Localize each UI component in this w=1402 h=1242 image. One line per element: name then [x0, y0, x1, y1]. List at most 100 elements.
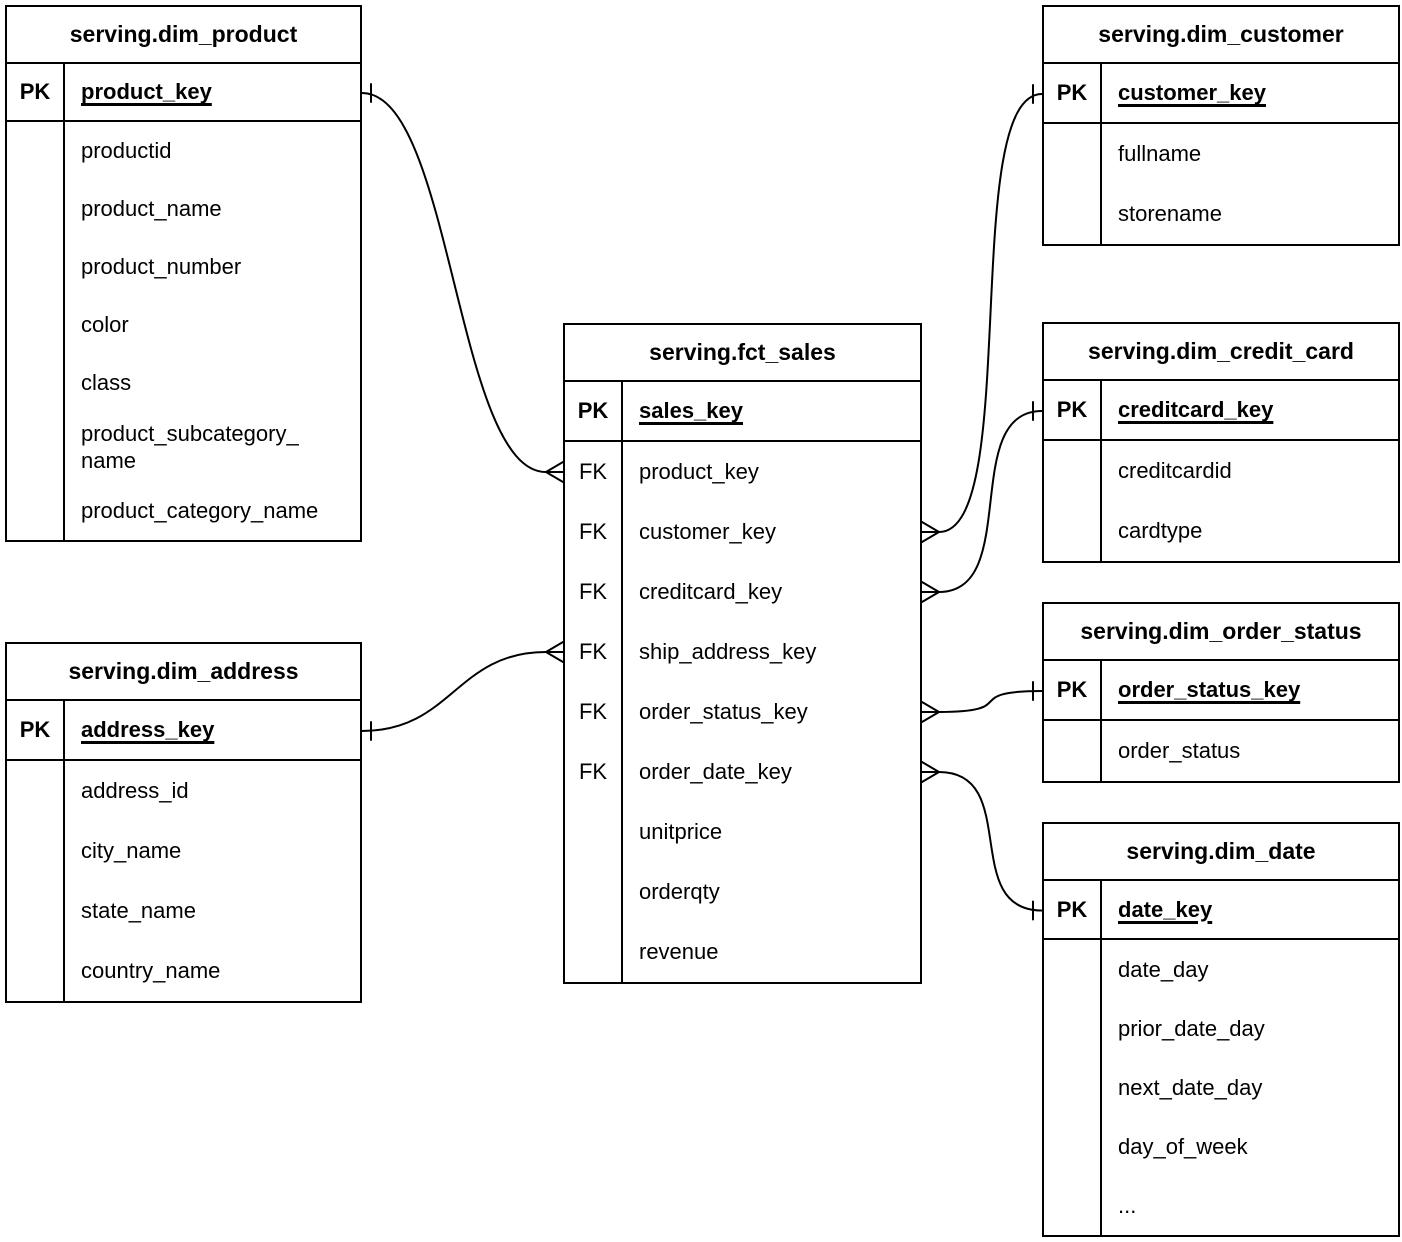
field-name: ... — [1118, 1192, 1137, 1218]
field-row: FK order_date_key — [565, 742, 920, 802]
key-badge: FK — [565, 502, 623, 562]
key-badge — [7, 296, 65, 354]
field-name: order_date_key — [639, 759, 792, 785]
field-name: city_name — [81, 838, 182, 864]
field-row: product_number — [7, 238, 360, 296]
crow-foot-prong — [921, 761, 940, 773]
crow-foot-many-icon — [921, 521, 940, 543]
key-badge: FK — [565, 622, 623, 682]
field-name: customer_key — [639, 519, 776, 545]
relationship-dim_date-to-fct_sales — [921, 761, 1043, 921]
primary-key-row: PK sales_key — [565, 382, 920, 442]
key-badge — [1044, 441, 1102, 501]
table-title: serving.dim_address — [7, 644, 360, 701]
relationship-line — [938, 690, 1043, 713]
crow-foot-prong — [921, 591, 940, 603]
field-row: FK product_key — [565, 442, 920, 502]
field-row: day_of_week — [1044, 1117, 1398, 1176]
field-row: revenue — [565, 922, 920, 982]
field-name: order_status_key — [1118, 677, 1301, 703]
primary-key-row: PK order_status_key — [1044, 661, 1398, 721]
field-row: city_name — [7, 821, 360, 881]
relationship-dim_address-to-fct_sales — [361, 641, 564, 741]
field-row: FK customer_key — [565, 502, 920, 562]
field-name: product_key — [81, 79, 212, 105]
key-badge — [1044, 1176, 1102, 1235]
field-name: country_name — [81, 958, 221, 984]
field-name: creditcard_key — [639, 579, 783, 605]
field-name: product_key — [639, 459, 759, 485]
field-name: productid — [81, 138, 172, 164]
crow-foot-prong — [545, 471, 564, 483]
table-title: serving.dim_order_status — [1044, 604, 1398, 661]
key-badge — [7, 761, 65, 821]
key-badge — [7, 180, 65, 238]
key-badge: PK — [7, 701, 65, 759]
relationship-line — [938, 771, 1043, 912]
crow-foot-many-icon — [545, 641, 564, 663]
field-row: storename — [1044, 184, 1398, 244]
field-name: revenue — [639, 939, 719, 965]
field-row: product_​subcategory_​name — [7, 412, 360, 482]
field-row: country_name — [7, 941, 360, 1001]
field-row: product_category_name — [7, 482, 360, 540]
key-badge: PK — [1044, 64, 1102, 122]
relationship-dim_credit_card-to-fct_sales — [921, 401, 1043, 603]
table-title: serving.dim_customer — [1044, 7, 1398, 64]
key-badge: PK — [565, 382, 623, 440]
key-badge — [565, 802, 623, 862]
field-name: address_key — [81, 717, 215, 743]
key-badge: FK — [565, 442, 623, 502]
field-name: product_​subcategory_​name — [81, 420, 299, 474]
key-badge — [1044, 940, 1102, 999]
key-badge: PK — [7, 64, 65, 120]
crow-foot-many-icon — [921, 701, 940, 723]
relationship-line — [361, 651, 547, 732]
field-name: state_name — [81, 898, 196, 924]
field-name: unitprice — [639, 819, 723, 845]
key-badge — [7, 412, 65, 482]
field-name: cardtype — [1118, 518, 1203, 544]
field-name: order_status — [1118, 738, 1241, 764]
field-row: FK order_status_key — [565, 682, 920, 742]
primary-key-row: PK product_key — [7, 64, 360, 122]
primary-key-row: PK address_key — [7, 701, 360, 761]
field-name: creditcard_key — [1118, 397, 1274, 423]
field-name: color — [81, 312, 129, 338]
crow-foot-prong — [545, 651, 564, 663]
field-row: unitprice — [565, 802, 920, 862]
key-badge — [7, 821, 65, 881]
crow-foot-prong — [921, 701, 940, 713]
key-badge — [7, 482, 65, 540]
field-name: order_status_key — [639, 699, 808, 725]
field-name: creditcardid — [1118, 458, 1232, 484]
key-badge — [1044, 721, 1102, 781]
key-badge: FK — [565, 562, 623, 622]
field-name: date_key — [1118, 896, 1213, 922]
field-name: address_id — [81, 778, 189, 804]
field-row: ... — [1044, 1176, 1398, 1235]
field-row: state_name — [7, 881, 360, 941]
field-name: ship_address_key — [639, 639, 817, 665]
field-row: fullname — [1044, 124, 1398, 184]
key-badge — [7, 354, 65, 412]
table-title: serving.dim_credit_card — [1044, 324, 1398, 381]
field-name: sales_key — [639, 398, 743, 424]
relationship-line — [361, 92, 547, 473]
field-row: productid — [7, 122, 360, 180]
field-row: creditcardid — [1044, 441, 1398, 501]
key-badge: PK — [1044, 661, 1102, 719]
key-badge: FK — [565, 742, 623, 802]
field-name: product_number — [81, 254, 242, 280]
field-name: storename — [1118, 201, 1222, 227]
relationship-dim_product-to-fct_sales — [361, 83, 564, 483]
key-badge — [7, 238, 65, 296]
key-badge — [565, 922, 623, 982]
field-row: FK creditcard_key — [565, 562, 920, 622]
field-row: date_day — [1044, 940, 1398, 999]
key-badge: FK — [565, 682, 623, 742]
